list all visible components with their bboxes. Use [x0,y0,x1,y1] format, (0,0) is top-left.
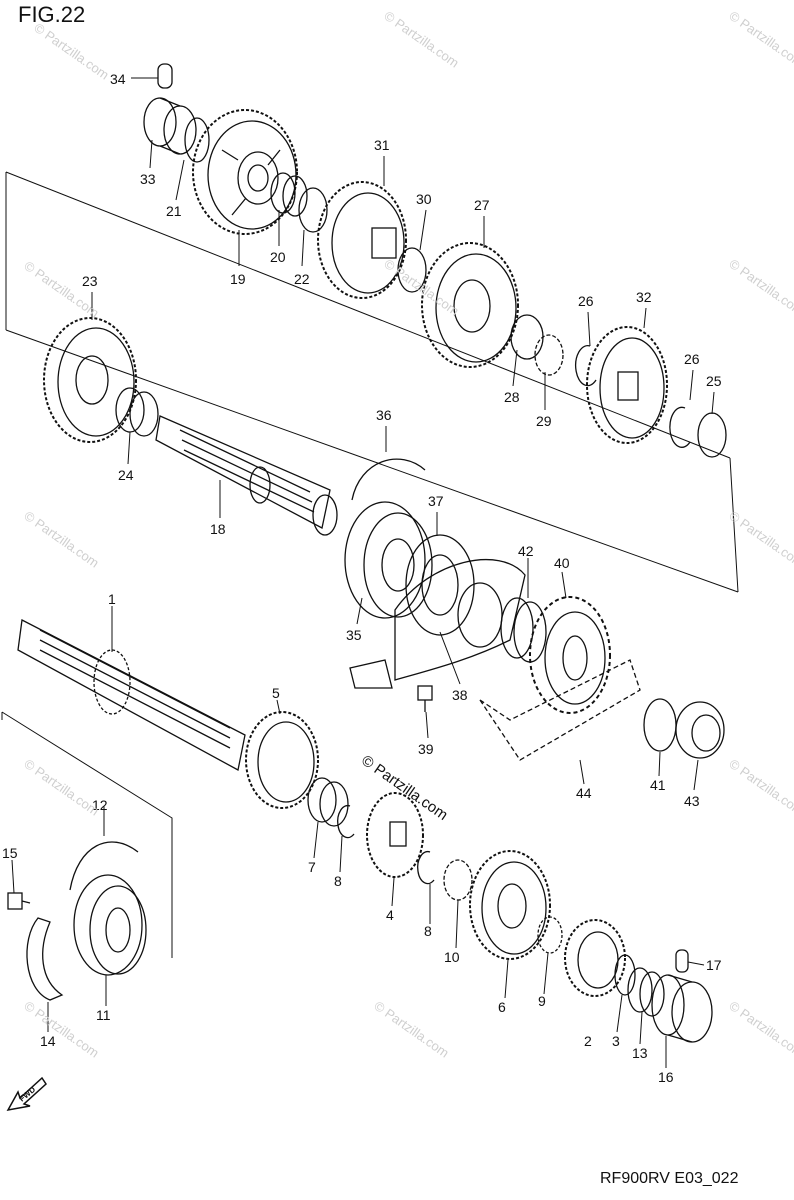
part-15-bolt [7,892,31,910]
part-24-bushing [115,387,159,437]
label-9: 9 [538,993,546,1009]
label-38: 38 [452,687,468,703]
label-35: 35 [346,627,362,643]
part-28-washer [510,314,544,360]
part-10-washer [443,859,473,901]
label-19: 19 [230,271,246,287]
part-5-gear [245,711,319,809]
leader-lines [11,77,715,1068]
label-40: 40 [554,555,570,571]
part-3-washer [614,954,636,996]
label-39: 39 [418,741,434,757]
part-1-main-shaft [17,618,246,771]
part-22-washer [298,187,328,233]
part-27-gear [421,242,519,368]
label-1: 1 [108,591,116,607]
part-19-gear [192,109,298,235]
part-42-spacer [500,597,547,663]
label-15: 15 [2,845,18,861]
part-26-circlip [575,344,597,387]
label-33: 33 [140,171,156,187]
label-22: 22 [294,271,310,287]
assembly-frame-lower [1,711,173,958]
label-16: 16 [658,1069,674,1085]
part-9-washer [537,916,563,954]
label-24: 24 [118,467,134,483]
label-4: 4 [386,907,394,923]
part-12-circlip [69,841,139,891]
label-41: 41 [650,777,666,793]
part-4-gear [366,792,424,878]
part-8-circlip [337,804,355,839]
part-36-circlip [351,458,426,501]
part-20-bushing [270,172,308,217]
label-18: 18 [210,521,226,537]
figure-title: FIG.22 [18,2,86,27]
part-40-sprocket [529,596,611,714]
part-13-bushing [627,967,665,1017]
label-5: 5 [272,685,280,701]
part-6-gear [469,850,551,960]
label-10: 10 [444,949,460,965]
label-29: 29 [536,413,552,429]
label-37: 37 [428,493,444,509]
label-12: 12 [92,797,108,813]
part-38-retainer [349,558,526,689]
part-labels: 34 33 21 19 20 22 31 30 27 28 29 26 32 2… [2,71,722,1085]
fwd-arrow-icon: FWD [6,1076,47,1112]
part-34-pin [157,63,173,89]
label-30: 30 [416,191,432,207]
label-26: 26 [578,293,594,309]
label-2: 2 [584,1033,592,1049]
label-26-second: 26 [684,351,700,367]
label-32: 32 [636,289,652,305]
part-14-plate [26,917,64,1001]
part-26-circlip-2 [669,406,691,448]
label-20: 20 [270,249,286,265]
part-16-end-cap [651,974,713,1043]
label-23: 23 [82,273,98,289]
label-11: 11 [96,1007,111,1023]
part-39-bolt [417,685,433,712]
part-43-nut [675,701,725,759]
part-18-countershaft [155,415,338,536]
label-36: 36 [376,407,392,423]
label-43: 43 [684,793,700,809]
label-27: 27 [474,197,490,213]
part-29-splined-washer [534,334,564,376]
part-33-needle-bearing [143,97,197,155]
part-30-washer [397,247,427,293]
label-25: 25 [706,373,722,389]
part-21-washer [184,117,210,163]
label-14: 14 [40,1033,56,1049]
part-41-washer [643,698,677,752]
label-7: 7 [308,859,316,875]
part-8-circlip-2 [417,850,435,885]
label-8: 8 [334,873,342,889]
part-37-seal [405,534,475,636]
part-31-gear [317,181,407,299]
label-3: 3 [612,1033,620,1049]
part-17-pin [675,949,689,973]
label-44: 44 [576,785,592,801]
label-28: 28 [504,389,520,405]
part-7-bushing [307,777,349,827]
label-42: 42 [518,543,534,559]
drawing-code: RF900RV E03_022 [600,1170,739,1187]
part-23-gear [43,317,137,443]
label-34: 34 [110,71,126,87]
label-31: 31 [374,137,390,153]
part-35-bearing [344,501,433,619]
part-11-bearing [73,874,147,976]
label-21: 21 [166,203,182,219]
part-32-gear [586,326,668,444]
assembly-frame-upper [5,171,739,593]
label-17: 17 [706,957,722,973]
label-6: 6 [498,999,506,1015]
label-13: 13 [632,1045,648,1061]
part-44-chain [479,659,641,761]
label-8-second: 8 [424,923,432,939]
